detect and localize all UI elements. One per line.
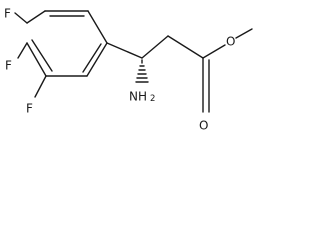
ring-bond-c1-c2 — [26, 10, 46, 24]
bond-ring-to-alpha-carbon — [106, 42, 143, 59]
bond-f-bottom — [34, 75, 47, 98]
bond-ester-oxygen-to-methyl — [235, 28, 253, 39]
bond-layer — [14, 10, 253, 113]
ring-bond-c6-c1 — [26, 42, 47, 77]
ring-bond-c6-c1-inner — [31, 39, 53, 72]
structure-diagram: F F F NH 2 O O — [4, 7, 253, 133]
ring-bond-c3-c4 — [87, 10, 108, 44]
ring-bond-c4-c5-inner — [82, 43, 102, 73]
bond-f-middle — [17, 42, 28, 59]
ring-bond-c4-c5 — [86, 42, 108, 77]
amine-label: NH — [129, 90, 147, 104]
carbonyl-oxygen-label: O — [199, 119, 208, 133]
ester-oxygen-label: O — [226, 35, 235, 49]
fluorine-top-label: F — [4, 7, 11, 21]
fluorine-bottom-label: F — [26, 102, 33, 116]
bond-beta-to-carbonyl-carbon — [167, 35, 204, 59]
fluorine-middle-label: F — [5, 59, 12, 73]
bond-alpha-to-beta-carbon — [141, 35, 169, 59]
label-layer: F F F NH 2 O O — [4, 7, 235, 133]
amine-subscript: 2 — [150, 94, 155, 104]
bond-f-top — [14, 12, 28, 24]
bond-carbonyl-to-ester-oxygen — [202, 44, 226, 59]
